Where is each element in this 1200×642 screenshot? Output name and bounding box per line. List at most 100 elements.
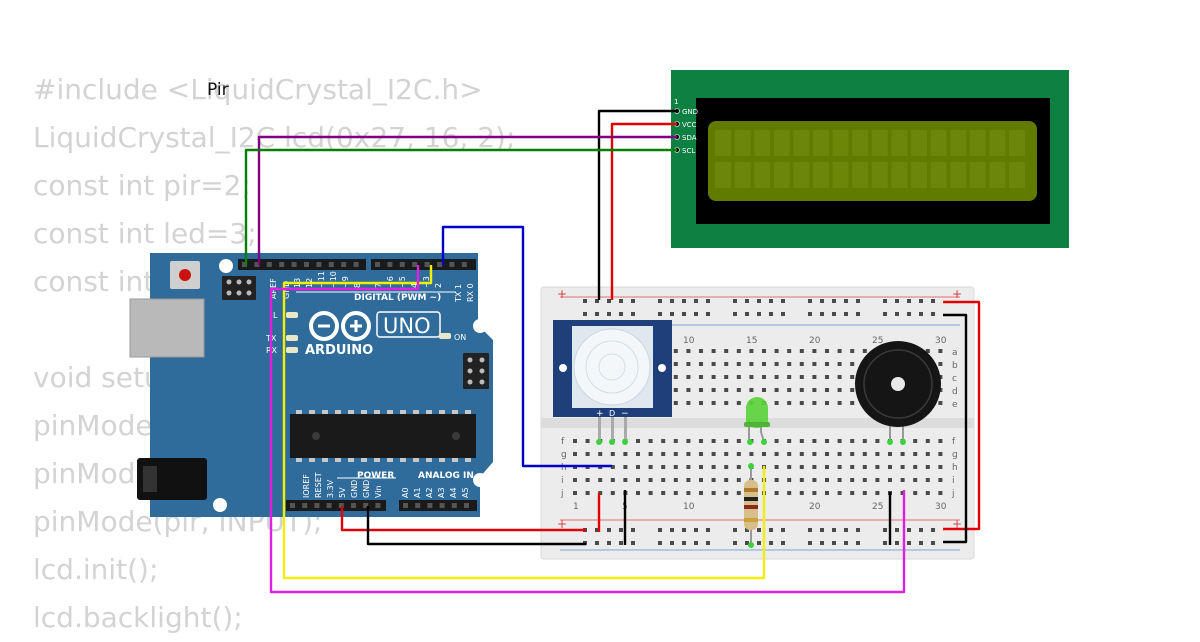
green-led[interactable] xyxy=(744,397,770,445)
breadboard-hole xyxy=(875,478,880,482)
row-h-right: h xyxy=(952,463,958,473)
breadboard-hole xyxy=(610,465,615,469)
breadboard-rail-hole xyxy=(694,528,698,532)
breadboard-hole xyxy=(736,349,741,353)
row-b-right: b xyxy=(952,361,958,371)
breadboard-hole xyxy=(648,478,653,482)
breadboard-hole xyxy=(862,478,867,482)
breadboard-hole xyxy=(699,362,703,366)
breadboard-rail-hole xyxy=(682,528,686,532)
breadboard-hole xyxy=(711,465,716,469)
breadboard-hole xyxy=(623,452,628,456)
pir-pin-label-gnd: − xyxy=(621,409,629,419)
chip-leg xyxy=(387,458,393,462)
breadboard-hole xyxy=(850,349,855,353)
power-header xyxy=(286,500,386,511)
breadboard-rail-hole xyxy=(895,299,899,303)
breadboard-rail-hole xyxy=(844,528,848,532)
lcd-char-cell xyxy=(871,130,888,156)
breadboard-hole xyxy=(610,452,615,456)
chip-leg xyxy=(426,458,432,462)
wire-rail-minus-bridge[interactable] xyxy=(943,313,968,544)
breadboard-rail-hole xyxy=(919,312,923,316)
breadboard-hole xyxy=(661,439,666,443)
wire-lcd-vcc[interactable] xyxy=(610,122,677,300)
breadboard-hole xyxy=(787,465,792,469)
analog-label: ANALOG IN xyxy=(418,471,474,481)
wire-led-pin[interactable] xyxy=(282,265,766,580)
chip-leg xyxy=(439,410,445,414)
resistor[interactable] xyxy=(744,463,758,548)
breadboard-hole xyxy=(673,401,678,405)
breadboard-hole xyxy=(913,491,918,495)
chip-leg xyxy=(400,458,406,462)
pir-leg-gnd xyxy=(624,417,627,441)
breadboard-rail-hole xyxy=(781,299,785,303)
digital-pin xyxy=(424,262,430,267)
row-h-left: h xyxy=(561,463,567,473)
lcd-char-cell xyxy=(911,162,927,188)
reset-button[interactable] xyxy=(179,269,191,281)
breadboard-hole xyxy=(736,362,741,366)
wire-5v[interactable] xyxy=(340,506,586,532)
digital-pin xyxy=(304,262,309,267)
breadboard-hole xyxy=(825,362,829,366)
breadboard-hole xyxy=(825,478,829,482)
breadboard-rail-hole xyxy=(931,528,935,532)
breadboard-hole xyxy=(585,452,590,456)
breadboard-rail-hole xyxy=(595,541,599,545)
wire-buzzer-pin[interactable] xyxy=(269,265,906,594)
breadboard-hole xyxy=(724,491,729,495)
pir-sensor[interactable]: + D − xyxy=(553,320,672,445)
resistor-pin-dot-1 xyxy=(748,463,754,469)
breadboard-hole xyxy=(661,491,666,495)
led-on xyxy=(439,333,451,339)
breadboard-hole xyxy=(812,401,817,405)
breadboard-rail-hole xyxy=(820,299,824,303)
wire-lcd-scl[interactable] xyxy=(244,148,677,265)
breadboard-hole xyxy=(686,362,691,366)
col-num-bot-10: 10 xyxy=(683,502,695,512)
breadboard-hole xyxy=(799,388,804,392)
wire-pir-signal[interactable] xyxy=(441,225,612,468)
lcd-pin-header: GND VCC SDA SCL xyxy=(674,108,698,155)
pir-mount-hole-left xyxy=(559,364,567,372)
code-line: const int led=3; xyxy=(33,217,257,250)
piezo-buzzer[interactable] xyxy=(855,341,941,445)
wire-gnd[interactable] xyxy=(366,506,586,546)
lcd-pin-label-vcc: VCC xyxy=(682,121,697,129)
breadboard-rail-hole xyxy=(844,541,848,545)
digital-header-right xyxy=(371,259,476,270)
lcd-pin-number: 1 xyxy=(674,98,678,106)
breadboard-hole xyxy=(686,388,691,392)
breadboard-rail-hole xyxy=(694,299,698,303)
wire-lcd-gnd[interactable] xyxy=(597,109,677,300)
breadboard-hole xyxy=(774,349,779,353)
row-e-right: e xyxy=(952,400,958,410)
pir-pin-label-d: D xyxy=(609,409,615,418)
resistor-band-2 xyxy=(744,497,758,501)
chip-leg xyxy=(374,410,380,414)
lcd-char-cell xyxy=(813,130,829,156)
chip-leg xyxy=(452,410,458,414)
lcd-pin-label-sda: SDA xyxy=(682,134,697,142)
breadboard-hole xyxy=(850,452,855,456)
lcd-char-cell xyxy=(773,162,790,188)
wire-rail-plus-bridge[interactable] xyxy=(943,300,981,531)
breadboard-hole xyxy=(699,349,703,353)
breadboard-rail-hole xyxy=(733,528,737,532)
breadboard-hole xyxy=(648,465,653,469)
wire-lcd-sda[interactable] xyxy=(257,135,677,265)
breadboard-hole xyxy=(724,375,729,379)
breadboard-rail-hole xyxy=(931,541,935,545)
chip-leg xyxy=(400,410,406,414)
breadboard-hole xyxy=(925,452,930,456)
lcd-module[interactable]: 1 GND VCC SDA SCL xyxy=(671,70,1069,248)
breadboard-hole xyxy=(749,452,754,456)
breadboard-rail-hole xyxy=(883,299,887,303)
breadboard-rail-hole xyxy=(694,541,698,545)
arduino-uno[interactable]: AREF GND 13 12 ~11 ~10 ~9 8 7 ~6 ~5 4 ~3… xyxy=(129,253,493,517)
arduino-brand: ARDUINO xyxy=(305,343,373,358)
